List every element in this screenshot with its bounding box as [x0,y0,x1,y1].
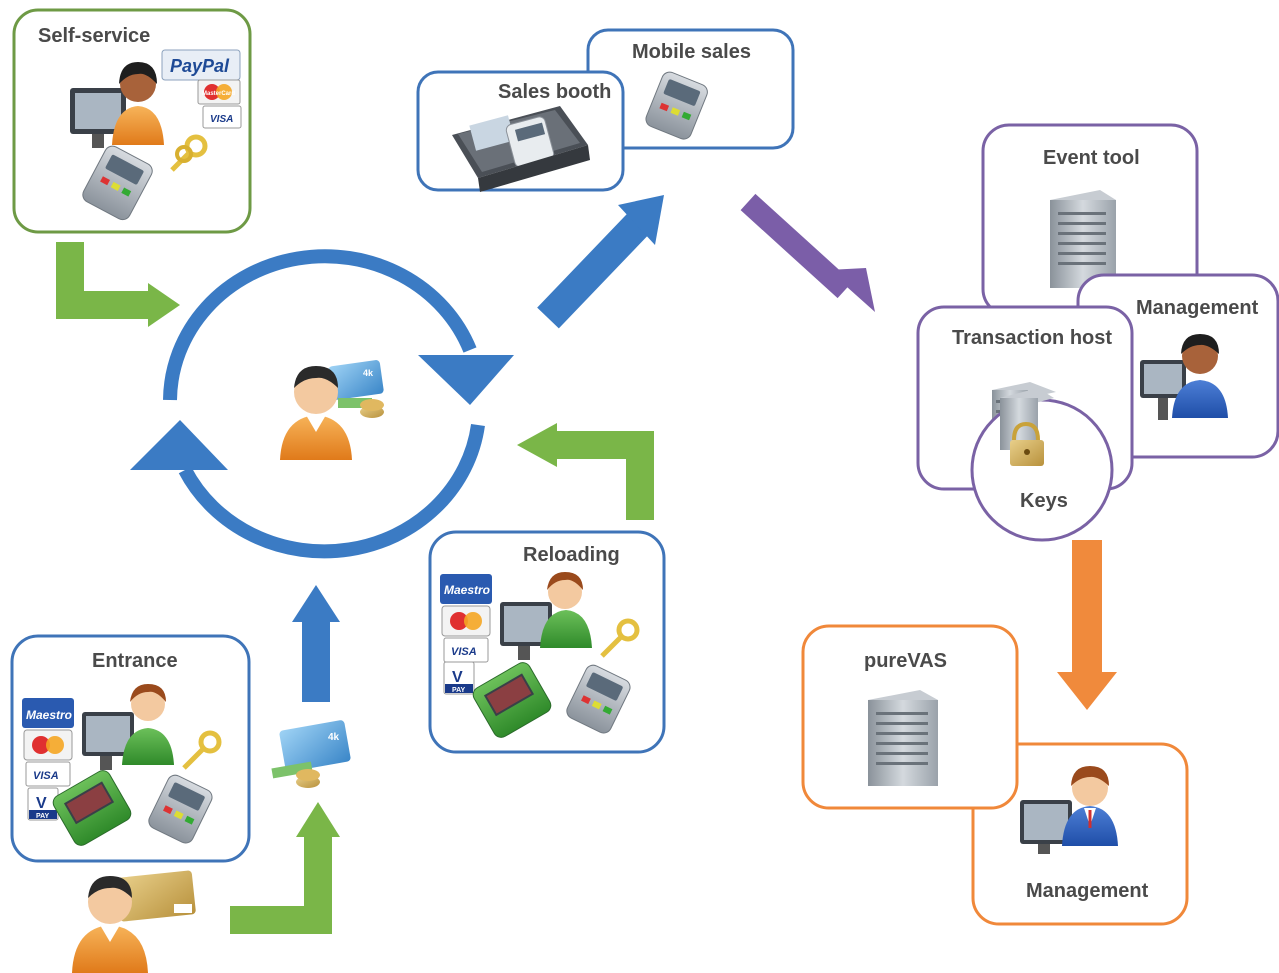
green-arrow-head [148,283,180,327]
visa-logo: VISA [33,770,59,782]
vpay-logo: V [452,669,463,686]
management-top-label: Management [1136,297,1259,319]
svg-text:4k: 4k [328,732,340,743]
maestro-logo: Maestro [444,583,490,597]
entrance-label: Entrance [92,650,178,672]
keys-label: Keys [1020,490,1068,512]
green-arrow-head [517,423,557,467]
management-bottom-person-icon [1020,766,1118,854]
purevas-server-icon [868,690,938,786]
sales-booth-label: Sales booth [498,81,611,103]
svg-text:4k: 4k [363,368,374,378]
blue-arrow-up-shaft [302,620,330,702]
transaction-host-label: Transaction host [952,327,1112,349]
orange-arrow-shaft [1072,540,1102,675]
vpay-pay-text: PAY [36,813,50,820]
paypal-logo: PayPal [170,56,230,76]
orange-arrow-head [1057,672,1117,710]
card-coins-icon: 4k [271,720,351,788]
self-service-label: Self-service [38,25,150,47]
event-tool-label: Event tool [1043,147,1140,169]
keys-circle [970,398,1114,542]
green-arrow-customer [230,835,332,934]
visa-logo: VISA [210,114,233,125]
blue-arrow-head [618,195,664,245]
green-arrow-reloading [555,431,654,520]
entrance-illustration: Maestro VISA V PAY [22,684,222,846]
reloading-illustration: Maestro VISA V PAY [440,572,640,738]
sales-booth-device-icon [452,106,590,192]
self-service-illustration: PayPal MasterCard VISA [70,49,242,221]
management-bottom-label: Management [1026,880,1149,902]
keys-lock-icon [1000,388,1054,466]
purevas-label: pureVAS [864,650,947,672]
customer-with-card-icon [72,870,196,973]
maestro-logo: Maestro [26,708,72,722]
blue-arrow-head [292,585,340,622]
vpay-pay-text: PAY [452,687,466,694]
visa-logo: VISA [451,646,477,658]
mastercard-logo: MasterCard [202,91,235,97]
mobile-terminal-icon [645,71,708,140]
green-arrow-self-service [56,242,150,319]
mobile-sales-label: Mobile sales [632,41,751,63]
center-customer-icon: 4k [280,360,384,460]
green-arrow-head [296,802,340,837]
reloading-label: Reloading [523,544,620,566]
cycle-arrows [130,249,514,559]
management-top-person-icon [1140,334,1228,420]
vpay-logo: V [36,795,47,812]
purple-arrow-head [828,268,875,312]
event-tool-server-icon [1050,190,1116,288]
purple-arrow [740,193,853,299]
blue-arrow-diagonal [537,211,651,329]
